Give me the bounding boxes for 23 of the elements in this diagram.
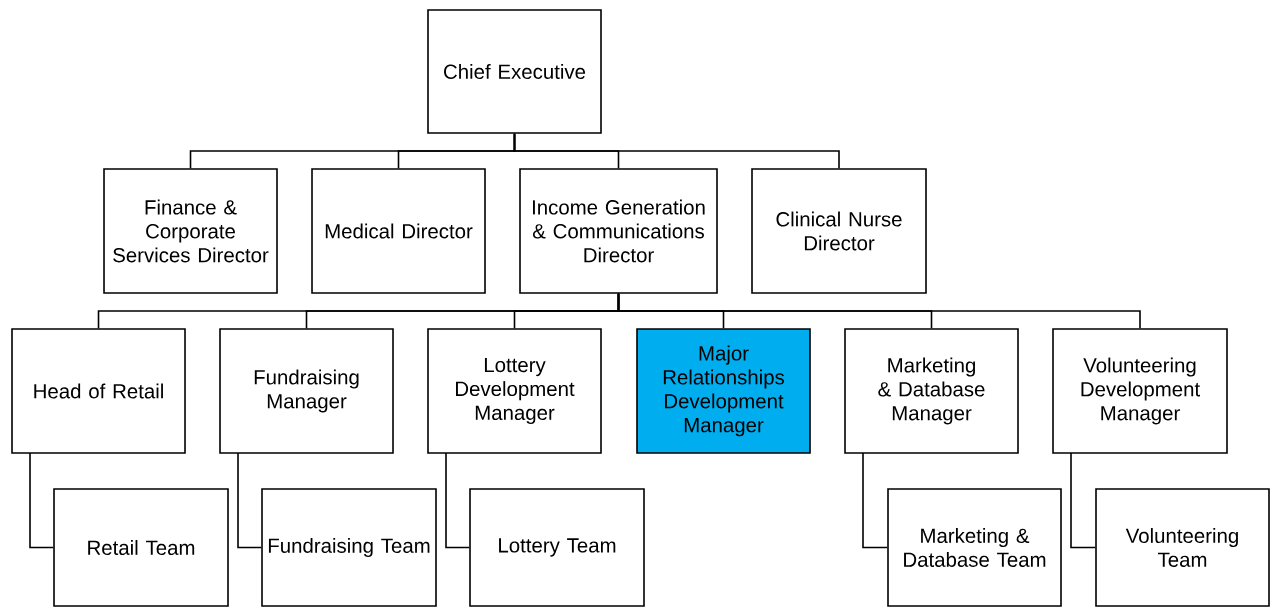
role-box: Finance & Corporate Services Director bbox=[103, 168, 278, 294]
role-box: Volunteering Team bbox=[1095, 488, 1270, 607]
role-box: Volunteering Development Manager bbox=[1052, 328, 1228, 454]
role-box: Fundraising Manager bbox=[219, 328, 394, 454]
role-box: Chief Executive bbox=[427, 9, 602, 134]
connector-line bbox=[237, 452, 262, 549]
highlighted-role-box: Major Relationships Development Manager bbox=[636, 328, 811, 454]
connector-line bbox=[513, 133, 840, 169]
role-box: Head of Retail bbox=[11, 328, 186, 454]
role-box: Clinical Nurse Director bbox=[751, 168, 927, 294]
role-box: Medical Director bbox=[311, 168, 486, 294]
connector-line bbox=[1070, 452, 1096, 549]
role-box: Income Generation & Communications Director bbox=[519, 168, 718, 294]
connector-line bbox=[445, 452, 470, 549]
connector-line bbox=[862, 452, 888, 549]
role-box: Lottery Development Manager bbox=[427, 328, 602, 454]
connector-line bbox=[617, 293, 1141, 329]
role-box: Fundraising Team bbox=[261, 488, 437, 607]
role-box: Lottery Team bbox=[469, 488, 645, 607]
role-box: Marketing & Database Manager bbox=[844, 328, 1019, 454]
role-box: Retail Team bbox=[53, 488, 229, 607]
connector-line bbox=[29, 452, 54, 549]
role-box: Marketing & Database Team bbox=[887, 488, 1062, 607]
